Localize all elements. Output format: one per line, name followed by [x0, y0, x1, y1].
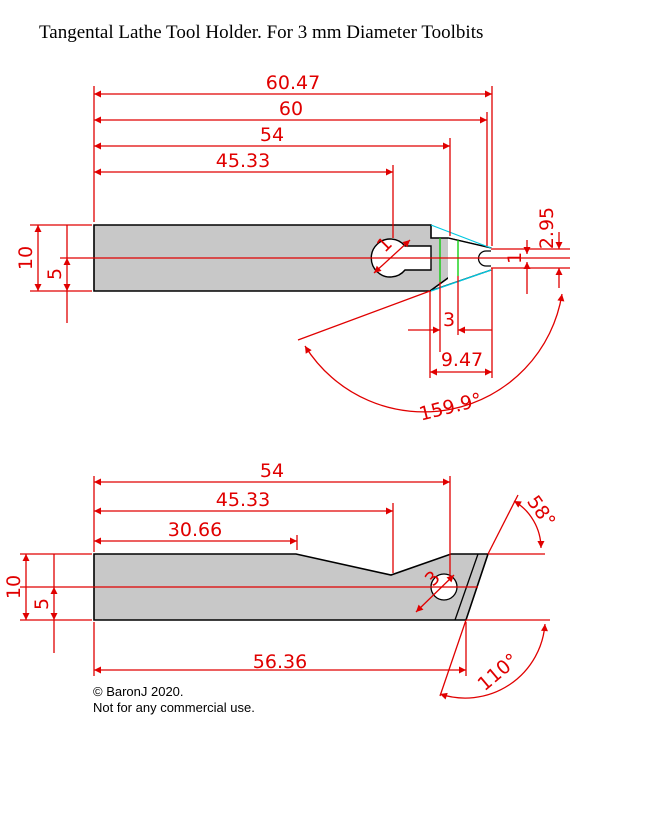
dim-text-vee-length: 9.47 [441, 349, 483, 371]
angle-arc-tip [513, 500, 545, 549]
dim-text-small-gap: 1 [504, 252, 526, 264]
angle-arc-end [439, 623, 548, 700]
dim-text-side-30-66: 30.66 [168, 519, 222, 541]
angle-arc-vee [304, 293, 565, 413]
angle-ext-line-a [297, 290, 431, 341]
dim-text-45-33: 45.33 [216, 150, 270, 172]
angle-ext-tip-2 [487, 494, 519, 555]
dim-text-side-bottom: 56.36 [253, 651, 307, 673]
dim-text-side-height: 10 [3, 575, 25, 599]
dim-text-vee-angle: 159.9° [417, 389, 484, 426]
top-view-vee-cut [448, 238, 493, 280]
dim-text-tip-angle: 58° [522, 491, 559, 531]
dim-line-hole-diameter [373, 239, 411, 274]
dim-text-side-half: 5 [31, 598, 53, 610]
dim-text-top-height: 10 [15, 246, 37, 270]
dim-text-end-angle: 110° [474, 649, 523, 695]
top-view-cyan-edge [430, 224, 492, 292]
copyright-notice: © BaronJ 2020. Not for any commercial us… [93, 684, 255, 716]
license-line: Not for any commercial use. [93, 700, 255, 715]
dim-text-54: 54 [260, 124, 284, 146]
copyright-line: © BaronJ 2020. [93, 684, 184, 699]
dim-text-slot-width: 2.95 [536, 207, 558, 249]
dim-text-60: 60 [279, 98, 303, 120]
dim-text-60-47: 60.47 [266, 72, 320, 94]
dim-text-side-54: 54 [260, 460, 284, 482]
top-view: 60.47 60 54 45.33 10 5 1 2.95 1 [15, 72, 570, 426]
drawing-title: Tangental Lathe Tool Holder. For 3 mm Di… [39, 22, 484, 43]
angle-ext-end-2 [439, 619, 467, 697]
side-view: 54 45.33 30.66 10 5 3 56.36 58° 110° [3, 460, 560, 700]
dim-text-slot-depth: 3 [443, 309, 455, 331]
dim-text-side-45-33: 45.33 [216, 489, 270, 511]
dim-text-top-half: 5 [44, 268, 66, 280]
dim-line-side-hole [415, 574, 455, 613]
